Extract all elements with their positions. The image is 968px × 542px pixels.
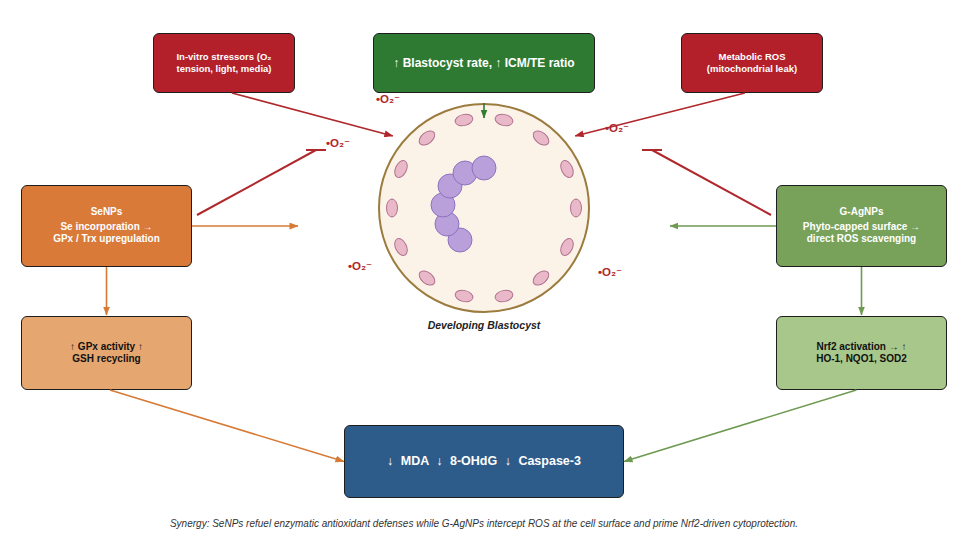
mechanism-box: Nrf2 activation → ↑ HO-1, NQO1, SOD2: [776, 316, 947, 390]
nanoparticle-box: G-AgNPsPhyto-capped surface → direct ROS…: [776, 185, 947, 267]
te-cell: [558, 159, 576, 180]
inner-cell-mass: [431, 156, 496, 252]
inhibition-bar: [642, 149, 662, 151]
connector-arrow: [861, 267, 863, 315]
node-text: ↑ GPx activity ↑ GSH recycling: [47, 341, 167, 366]
te-cell: [558, 237, 576, 258]
icm-cell: [448, 228, 472, 252]
te-cell: [387, 199, 398, 217]
node-heading: G-AgNPs: [840, 206, 884, 219]
figure-caption: Synergy: SeNPs refuel enzymatic antioxid…: [0, 518, 968, 529]
icm-cell: [435, 212, 459, 236]
te-cell: [571, 199, 582, 217]
te-cell: [494, 113, 514, 128]
icm-cell: [472, 156, 496, 180]
stressor-box: Metabolic ROS (mitochondrial leak): [681, 33, 823, 93]
te-cell: [392, 159, 410, 180]
superoxide-label: •O₂⁻: [605, 121, 629, 135]
node-text: Se incorporation → GPx / Trx upregulatio…: [28, 221, 185, 246]
mechanism-box: ↑ GPx activity ↑ GSH recycling: [21, 316, 192, 390]
outcome-box: ↑ Blastocyst rate, ↑ ICM/TE ratio: [373, 33, 595, 93]
node-text: ↓ MDA ↓ 8-OHdG ↓ Caspase-3: [387, 454, 581, 470]
superoxide-label: •O₂⁻: [376, 92, 400, 106]
icm-cell: [453, 161, 477, 185]
inhibition-lines: [197, 150, 771, 215]
blastocyst-circle: Developing Blastocyst: [378, 103, 590, 313]
te-cell: [417, 268, 438, 288]
inhibition-line: [652, 150, 771, 215]
connector-arrow: [483, 103, 485, 118]
marker-box: ↓ MDA ↓ 8-OHdG ↓ Caspase-3: [344, 425, 624, 498]
connector-arrow: [232, 93, 393, 136]
nanoparticle-box: SeNPs Se incorporation → GPx / Trx upregu…: [21, 185, 192, 267]
node-text: Phyto-capped surface → direct ROS scaven…: [783, 221, 940, 246]
connector-arrow: [192, 225, 298, 227]
te-cell: [531, 128, 552, 148]
node-text: In-vitro stressors (O₂ tension, light, m…: [160, 51, 288, 75]
stressor-box: In-vitro stressors (O₂ tension, light, m…: [153, 33, 295, 93]
blastocyst-outline: [378, 103, 590, 313]
zona-outline: [379, 104, 589, 312]
te-cell: [454, 289, 474, 304]
trophectoderm-cells: [387, 113, 582, 304]
connector-arrow: [575, 93, 745, 136]
te-cell: [454, 113, 474, 128]
te-cell: [392, 237, 410, 258]
icm-cell: [438, 174, 462, 198]
connector-arrow: [670, 225, 776, 227]
node-caption: Developing Blastocyst: [318, 319, 650, 332]
te-cell: [494, 289, 514, 304]
superoxide-label: •O₂⁻: [598, 265, 622, 279]
connector-arrow: [624, 390, 856, 462]
superoxide-label: •O₂⁻: [348, 259, 372, 273]
node-text: ↑ Blastocyst rate, ↑ ICM/TE ratio: [393, 56, 574, 71]
node-text: Metabolic ROS (mitochondrial leak): [688, 51, 816, 75]
connector-arrow: [106, 267, 108, 315]
te-cell: [417, 128, 438, 148]
inhibition-bar: [306, 149, 326, 151]
icm-cell: [431, 193, 455, 217]
connector-arrow: [110, 390, 344, 462]
superoxide-label: •O₂⁻: [326, 136, 350, 150]
node-text: Nrf2 activation → ↑ HO-1, NQO1, SOD2: [802, 341, 922, 366]
te-cell: [531, 268, 552, 288]
node-heading: SeNPs: [91, 206, 123, 219]
inhibition-line: [197, 150, 316, 215]
